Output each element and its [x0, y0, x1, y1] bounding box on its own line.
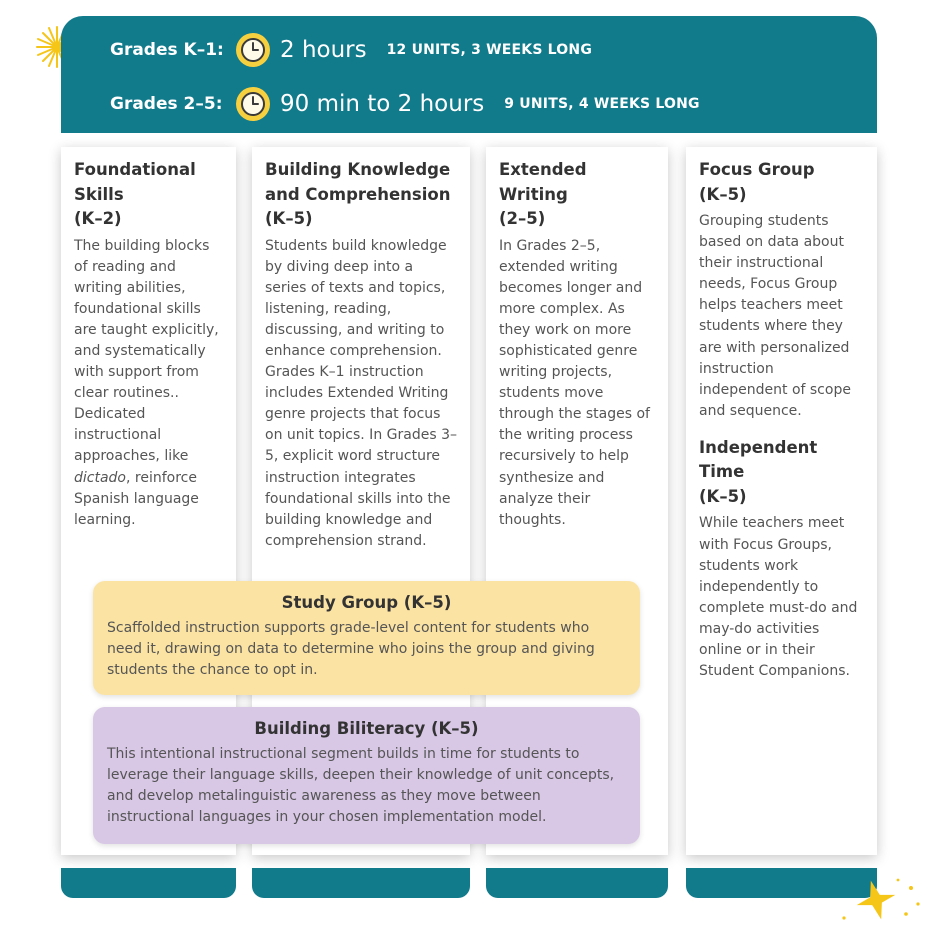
band-title: Building Biliteracy (K–5) — [254, 719, 479, 738]
clock-icon — [236, 33, 270, 67]
band-description: Scaffolded instruction supports grade-le… — [107, 620, 595, 679]
column-footer — [486, 868, 668, 898]
column-footer — [252, 868, 470, 898]
column-description: Students build knowledge by diving deep … — [265, 237, 457, 549]
band-description: This intentional instructional segment b… — [107, 746, 615, 826]
schedule-row-2-5: Grades 2–5: 90 min to 2 hours 9 UNITS, 4… — [110, 87, 700, 121]
column-title: Building Knowledge and Comprehension (K–… — [265, 160, 451, 228]
hours-value: 90 min to 2 hours — [280, 91, 485, 117]
column-description-independent-time: While teachers meet with Focus Groups, s… — [699, 515, 858, 680]
units-label: 9 UNITS, 4 WEEKS LONG — [504, 96, 700, 112]
units-label: 12 UNITS, 3 WEEKS LONG — [386, 42, 593, 58]
column-description: The building blocks of reading and writi… — [74, 237, 219, 528]
band-title: Study Group (K–5) — [281, 593, 452, 612]
column-title: Focus Group (K–5) — [699, 160, 815, 204]
grade-label: Grades 2–5: — [110, 94, 223, 114]
column-title: Extended Writing (2–5) — [499, 160, 587, 228]
hours-value: 2 hours — [280, 37, 367, 63]
study-group-band: Study Group (K–5) Scaffolded instruction… — [93, 581, 640, 695]
sparkle-icon — [842, 878, 920, 920]
column-footer — [686, 868, 877, 898]
grade-label: Grades K–1: — [110, 40, 224, 60]
column-title: Foundational Skills (K–2) — [74, 160, 196, 228]
column-description: Grouping students based on data about th… — [699, 213, 851, 419]
column-title-independent-time: Independent Time (K–5) — [699, 437, 818, 506]
building-biliteracy-band: Building Biliteracy (K–5) This intention… — [93, 707, 640, 844]
schedule-row-k1: Grades K–1: 2 hours 12 UNITS, 3 WEEKS LO… — [110, 33, 592, 67]
schedule-header: Grades K–1: 2 hours 12 UNITS, 3 WEEKS LO… — [61, 16, 877, 133]
clock-icon — [236, 87, 270, 121]
column-footer — [61, 868, 236, 898]
column-focus-group: Focus Group (K–5) Grouping students base… — [686, 147, 877, 855]
column-description: In Grades 2–5, extended writing becomes … — [499, 237, 650, 528]
